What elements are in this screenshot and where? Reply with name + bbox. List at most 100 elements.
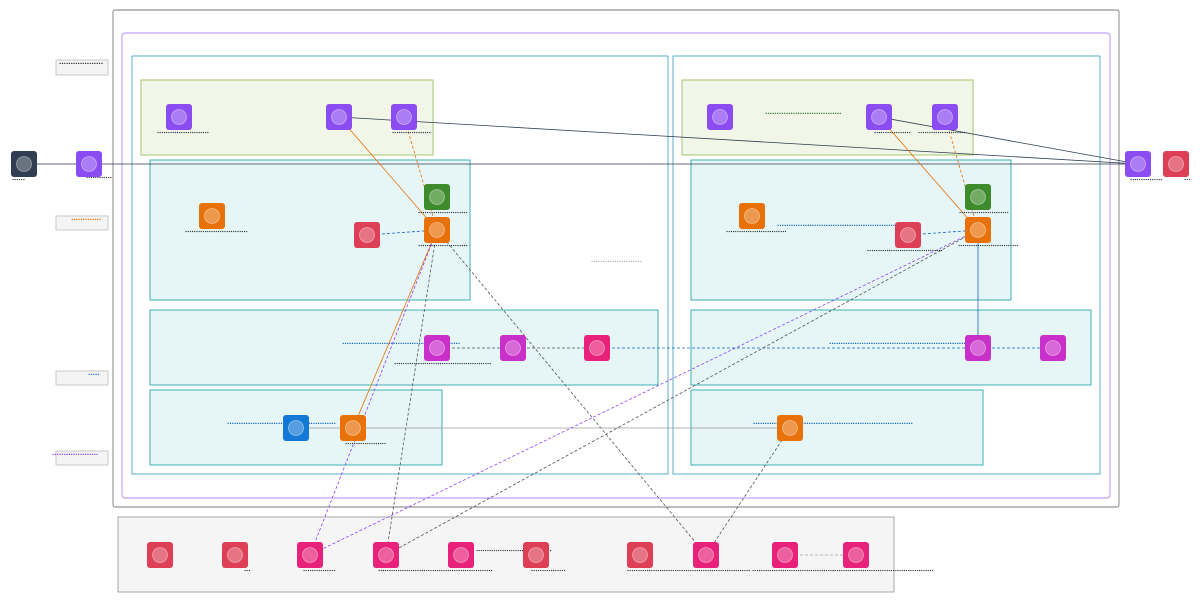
node-b-sec[interactable]: ꞏꞏꞏꞏꞏꞏꞏꞏꞏꞏꞏꞏꞏꞏꞏꞏꞏꞏꞏꞏꞏꞏꞏꞏꞏꞏꞏꞏꞏꞏꞏꞏꞏꞏꞏ <box>867 222 943 255</box>
node-edge-out[interactable]: ꞏꞏꞏꞏꞏꞏꞏꞏꞏꞏꞏꞏꞏꞏꞏ <box>1125 151 1162 184</box>
node-a-sec[interactable] <box>354 222 380 248</box>
node-b-app-3[interactable]: ꞏꞏꞏꞏꞏꞏꞏꞏꞏꞏꞏꞏꞏꞏꞏꞏꞏꞏꞏꞏꞏꞏ <box>918 104 966 137</box>
service-glyph-icon <box>378 547 394 563</box>
node-a-db-2[interactable] <box>500 335 526 361</box>
node-a-db-3[interactable] <box>584 335 610 361</box>
service-glyph-icon <box>429 222 445 238</box>
node-a-app-2[interactable] <box>326 104 352 130</box>
service-icon[interactable] <box>11 151 37 177</box>
service-glyph-icon <box>331 109 347 125</box>
service-glyph-icon <box>227 547 243 563</box>
node-label: ꞏꞏꞏꞏꞏꞏꞏꞏꞏꞏꞏꞏ <box>86 174 112 182</box>
node-b-cpu-2[interactable]: ꞏꞏꞏꞏꞏꞏꞏꞏꞏꞏꞏꞏꞏꞏꞏꞏꞏꞏꞏꞏꞏꞏꞏꞏꞏꞏꞏꞏ <box>958 217 1019 250</box>
service-icon[interactable] <box>297 542 323 568</box>
service-icon[interactable] <box>354 222 380 248</box>
service-icon[interactable] <box>1163 151 1189 177</box>
service-icon[interactable] <box>424 217 450 243</box>
service-icon[interactable] <box>693 542 719 568</box>
service-icon[interactable] <box>965 217 991 243</box>
service-icon[interactable] <box>340 415 366 441</box>
node-a-cpu-2[interactable]: ꞏꞏꞏꞏꞏꞏꞏꞏꞏꞏꞏꞏꞏꞏꞏꞏꞏꞏꞏꞏꞏꞏꞏ <box>418 217 468 250</box>
group-network-b <box>690 389 984 466</box>
service-icon[interactable] <box>424 335 450 361</box>
node-label: ꞏꞏꞏꞏꞏꞏꞏꞏꞏꞏꞏꞏꞏꞏꞏꞏꞏꞏꞏꞏꞏꞏꞏ <box>418 209 468 217</box>
connector-s3-to-b-cpu-2 <box>309 229 979 556</box>
node-label: ꞏꞏꞏꞏꞏꞏ <box>12 176 25 184</box>
service-icon[interactable] <box>424 184 450 210</box>
service-icon[interactable] <box>965 335 991 361</box>
node-s5[interactable]: ꞏꞏꞏꞏꞏꞏꞏꞏꞏꞏꞏꞏꞏꞏꞏꞏꞏꞏꞏꞏꞏꞏꞏꞏꞏꞏꞏꞏꞏꞏꞏꞏꞏꞏꞏ <box>448 542 552 568</box>
service-icon[interactable] <box>523 542 549 568</box>
node-b-db-2[interactable] <box>1040 335 1066 361</box>
service-icon[interactable] <box>843 542 869 568</box>
connector-b-app-2-to-b-cpu-2 <box>878 116 979 231</box>
node-s4[interactable]: ꞏꞏꞏꞏꞏꞏꞏꞏꞏꞏꞏꞏꞏꞏꞏꞏꞏꞏꞏꞏꞏꞏꞏꞏꞏꞏꞏꞏꞏꞏꞏꞏꞏꞏꞏꞏꞏꞏꞏꞏ… <box>373 542 493 575</box>
service-icon[interactable] <box>777 415 803 441</box>
service-icon[interactable] <box>739 203 765 229</box>
service-icon[interactable] <box>448 542 474 568</box>
node-a-net-2[interactable]: ꞏꞏꞏꞏꞏꞏꞏꞏꞏꞏꞏꞏꞏꞏꞏꞏꞏꞏꞏ <box>340 415 386 448</box>
service-icon[interactable] <box>895 222 921 248</box>
service-icon[interactable] <box>500 335 526 361</box>
node-b-app-1[interactable] <box>707 104 733 130</box>
node-b-app-2[interactable]: ꞏꞏꞏꞏꞏꞏꞏꞏꞏꞏꞏꞏꞏꞏꞏꞏꞏ <box>866 104 911 137</box>
node-a-net-1[interactable] <box>283 415 309 441</box>
connector-a-app-2-to-edge-out <box>338 116 1139 165</box>
service-icon[interactable] <box>76 151 102 177</box>
service-icon[interactable] <box>707 104 733 130</box>
service-icon[interactable] <box>627 542 653 568</box>
node-label: ꞏꞏꞏꞏꞏꞏꞏꞏꞏꞏꞏꞏꞏꞏꞏꞏꞏꞏꞏꞏꞏꞏꞏ <box>959 209 1009 217</box>
service-icon[interactable] <box>965 184 991 210</box>
node-s2[interactable]: ꞏꞏꞏ <box>222 542 251 575</box>
region-boundary <box>121 32 1111 499</box>
node-a-mgmt[interactable]: ꞏꞏꞏꞏꞏꞏꞏꞏꞏꞏꞏꞏꞏꞏꞏꞏꞏꞏꞏꞏꞏꞏꞏ <box>418 184 468 217</box>
service-icon[interactable] <box>373 542 399 568</box>
node-b-cpu-1[interactable]: ꞏꞏꞏꞏꞏꞏꞏꞏꞏꞏꞏꞏꞏꞏꞏꞏꞏꞏꞏꞏꞏꞏꞏꞏꞏꞏꞏꞏ <box>726 203 787 236</box>
node-users[interactable]: ꞏꞏꞏꞏꞏꞏ <box>11 151 37 184</box>
node-s7[interactable]: ꞏꞏꞏꞏꞏꞏꞏꞏꞏꞏꞏꞏꞏꞏꞏꞏꞏꞏꞏꞏꞏꞏꞏꞏꞏꞏꞏꞏꞏꞏꞏꞏꞏꞏꞏꞏꞏꞏꞏꞏ… <box>627 542 750 575</box>
availability-zone-a <box>131 55 669 475</box>
node-b-db-1[interactable] <box>965 335 991 361</box>
service-glyph-icon <box>589 340 605 356</box>
node-label: ꞏꞏꞏꞏꞏꞏꞏꞏꞏꞏꞏꞏꞏꞏꞏꞏꞏꞏꞏꞏꞏꞏꞏꞏꞏꞏꞏꞏꞏꞏꞏꞏꞏꞏꞏ <box>476 547 552 555</box>
node-label: ꞏꞏꞏꞏꞏꞏꞏꞏꞏꞏꞏꞏꞏꞏꞏꞏꞏꞏꞏꞏꞏꞏꞏꞏꞏꞏꞏꞏꞏꞏꞏꞏꞏꞏꞏ <box>867 247 943 255</box>
service-icon[interactable] <box>222 542 248 568</box>
node-s6[interactable]: ꞏꞏꞏꞏꞏꞏꞏꞏꞏꞏꞏꞏꞏꞏꞏꞏ <box>523 542 566 575</box>
service-icon[interactable] <box>147 542 173 568</box>
group-app-tier-b <box>681 79 974 156</box>
service-icon[interactable] <box>772 542 798 568</box>
connector-a-app-2-to-a-cpu-2 <box>338 116 438 231</box>
node-a-app-1[interactable]: ꞏꞏꞏꞏꞏꞏꞏꞏꞏꞏꞏꞏꞏꞏꞏꞏꞏꞏꞏꞏꞏꞏꞏꞏ <box>157 104 209 137</box>
service-icon[interactable] <box>1040 335 1066 361</box>
rail-item-box <box>55 215 109 231</box>
service-icon[interactable] <box>1125 151 1151 177</box>
node-s8[interactable] <box>693 542 719 568</box>
service-icon[interactable] <box>166 104 192 130</box>
node-label: ꞏꞏꞏꞏꞏꞏꞏꞏꞏꞏꞏꞏꞏꞏꞏꞏꞏꞏꞏꞏꞏꞏꞏꞏꞏꞏꞏꞏꞏꞏꞏꞏꞏꞏꞏꞏꞏꞏꞏꞏ… <box>627 567 750 575</box>
group-compute-b <box>690 159 1012 301</box>
connector-s4-to-b-cpu-2 <box>385 229 979 556</box>
node-edge-in[interactable]: ꞏꞏꞏꞏꞏꞏꞏꞏꞏꞏꞏꞏ <box>76 151 112 182</box>
node-s10[interactable]: ꞏꞏꞏꞏꞏꞏꞏꞏꞏꞏꞏꞏꞏꞏꞏꞏꞏꞏꞏꞏꞏꞏꞏꞏꞏꞏꞏꞏꞏꞏꞏꞏꞏꞏꞏꞏꞏꞏꞏꞏ… <box>832 542 934 575</box>
node-s9[interactable]: ꞏꞏꞏꞏꞏꞏꞏꞏꞏꞏꞏꞏꞏꞏꞏꞏꞏꞏꞏꞏꞏꞏꞏꞏꞏꞏꞏꞏꞏꞏꞏꞏꞏꞏꞏꞏꞏꞏ <box>752 542 834 575</box>
node-s1[interactable] <box>147 542 173 568</box>
rail-item-box <box>55 370 109 386</box>
service-icon[interactable] <box>283 415 309 441</box>
service-icon[interactable] <box>932 104 958 130</box>
service-icon[interactable] <box>199 203 225 229</box>
node-a-db-1[interactable]: ꞏꞏꞏꞏꞏꞏꞏꞏꞏꞏꞏꞏꞏꞏꞏꞏꞏꞏꞏꞏꞏꞏꞏꞏꞏꞏꞏꞏꞏꞏꞏꞏꞏꞏꞏꞏꞏꞏꞏꞏ… <box>394 335 491 368</box>
node-label: ꞏꞏꞏꞏꞏꞏꞏꞏꞏꞏꞏꞏꞏꞏꞏꞏꞏꞏꞏꞏꞏꞏꞏꞏꞏꞏꞏꞏꞏꞏꞏꞏꞏꞏꞏꞏꞏꞏꞏꞏ… <box>832 567 934 575</box>
service-icon[interactable] <box>391 104 417 130</box>
node-b-net-1[interactable] <box>777 415 803 441</box>
node-ext[interactable]: ꞏꞏꞏ <box>1163 151 1191 184</box>
cloud-boundary <box>112 9 1120 508</box>
node-a-cpu-1[interactable]: ꞏꞏꞏꞏꞏꞏꞏꞏꞏꞏꞏꞏꞏꞏꞏꞏꞏꞏꞏꞏꞏꞏꞏꞏꞏꞏꞏꞏꞏ <box>185 203 248 236</box>
service-icon[interactable] <box>326 104 352 130</box>
service-icon[interactable] <box>584 335 610 361</box>
node-a-app-3[interactable]: ꞏꞏꞏꞏꞏꞏꞏꞏꞏꞏꞏꞏꞏꞏꞏꞏꞏꞏ <box>391 104 431 137</box>
node-b-mgmt[interactable]: ꞏꞏꞏꞏꞏꞏꞏꞏꞏꞏꞏꞏꞏꞏꞏꞏꞏꞏꞏꞏꞏꞏꞏ <box>959 184 1009 217</box>
rail-item-label: ꞏꞏꞏꞏꞏꞏꞏꞏꞏꞏꞏꞏꞏ <box>71 215 101 224</box>
service-icon[interactable] <box>866 104 892 130</box>
node-s3[interactable]: ꞏꞏꞏꞏꞏꞏꞏꞏꞏꞏꞏꞏꞏꞏꞏ <box>297 542 335 575</box>
